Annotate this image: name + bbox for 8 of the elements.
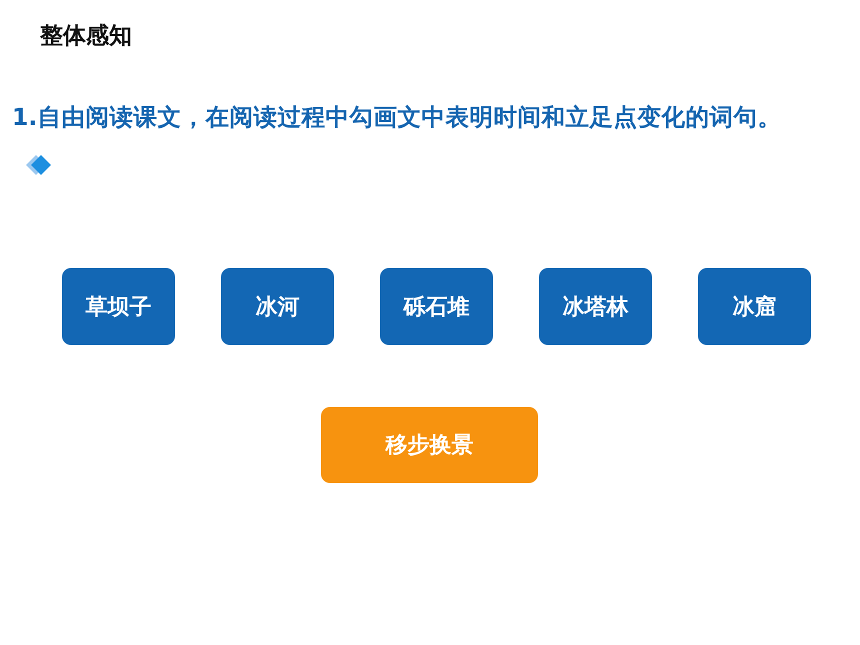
place-box: 冰塔林: [539, 268, 652, 345]
instruction-text: 1.自由阅读课文，在阅读过程中勾画文中表明时间和立足点变化的词句。: [12, 102, 782, 133]
place-box: 草坝子: [62, 268, 175, 345]
place-box: 冰窟: [698, 268, 811, 345]
summary-box: 移步换景: [321, 407, 538, 483]
title: 整体感知: [40, 22, 132, 51]
place-box: 砾石堆: [380, 268, 493, 345]
place-box: 冰河: [221, 268, 334, 345]
